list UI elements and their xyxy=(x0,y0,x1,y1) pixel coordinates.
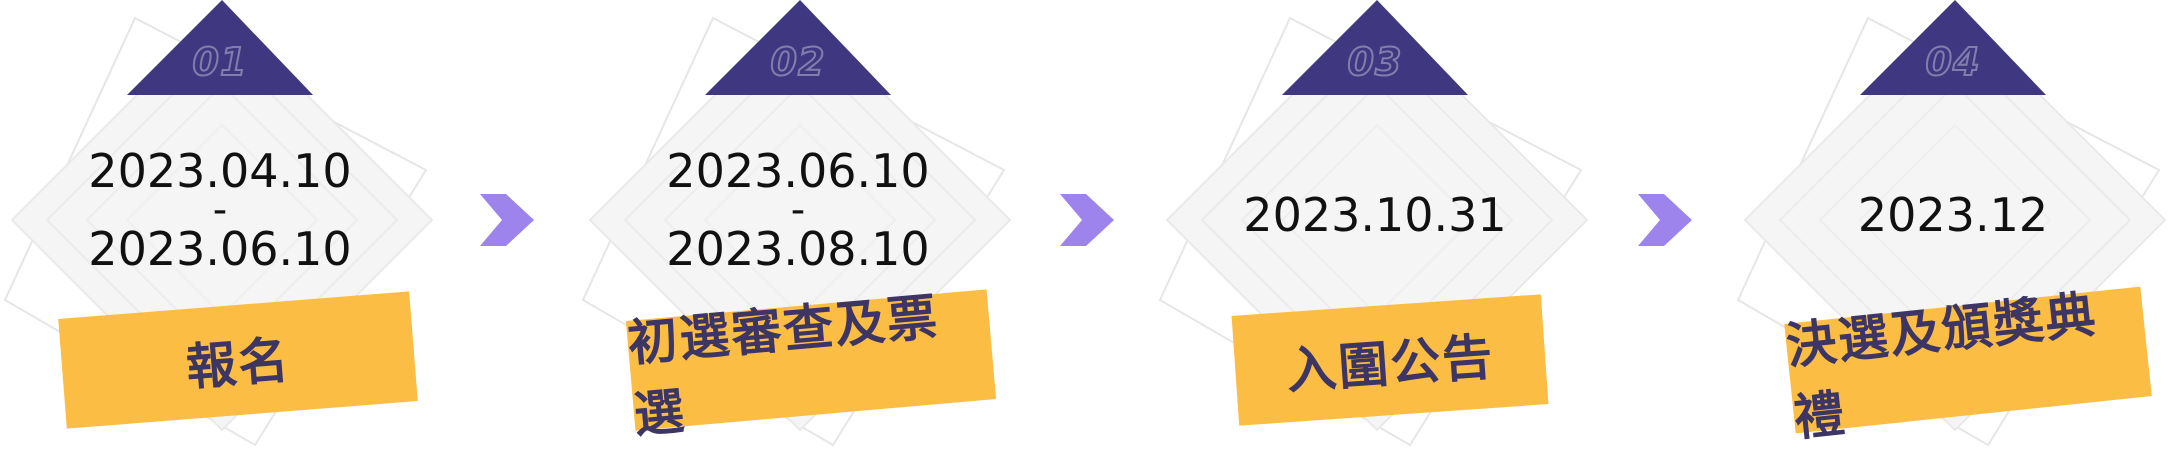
chevron-right-icon xyxy=(1060,194,1114,246)
step-3: 03 2023.10.31 入圍公告 xyxy=(1155,0,1595,448)
step-3-date: 2023.10.31 xyxy=(1215,192,1535,238)
step-1-date-separator: - xyxy=(212,187,228,233)
arrow-3 xyxy=(1636,190,1696,250)
step-1-date: 2023.04.10 - 2023.06.10 xyxy=(60,148,380,272)
step-4-date: 2023.12 xyxy=(1793,192,2113,238)
step-3-label: 入圍公告 xyxy=(1231,294,1549,426)
step-4: 04 2023.12 決選及頒獎典禮 xyxy=(1733,0,2170,448)
arrow-2 xyxy=(1058,190,1118,250)
step-2-date-start: 2023.06.10 xyxy=(666,144,930,198)
step-1-date-end: 2023.06.10 xyxy=(88,222,352,276)
step-2-label: 初選審查及票選 xyxy=(625,288,997,445)
step-4-label: 決選及頒獎典禮 xyxy=(1784,285,2152,447)
step-1-date-start: 2023.04.10 xyxy=(88,144,352,198)
step-1-header-triangle xyxy=(127,0,313,95)
step-2-date: 2023.06.10 - 2023.08.10 xyxy=(638,148,958,272)
step-1: 01 2023.04.10 - 2023.06.10 報名 xyxy=(0,0,440,448)
step-4-number: 04 xyxy=(1925,39,1981,85)
step-3-header-triangle xyxy=(1282,0,1468,95)
step-2-date-separator: - xyxy=(790,187,806,233)
arrow-1 xyxy=(478,190,538,250)
chevron-right-icon xyxy=(1638,194,1692,246)
step-2: 02 2023.06.10 - 2023.08.10 初選審查及票選 xyxy=(578,0,1018,448)
step-3-number: 03 xyxy=(1347,39,1403,85)
step-1-number: 01 xyxy=(192,39,248,85)
step-2-date-end: 2023.08.10 xyxy=(666,222,930,276)
step-4-date-value: 2023.12 xyxy=(1857,188,2049,242)
step-2-header-triangle xyxy=(705,0,891,95)
step-3-date-value: 2023.10.31 xyxy=(1243,188,1507,242)
step-4-header-triangle xyxy=(1860,0,2046,95)
chevron-right-icon xyxy=(480,194,534,246)
step-2-number: 02 xyxy=(770,39,826,85)
